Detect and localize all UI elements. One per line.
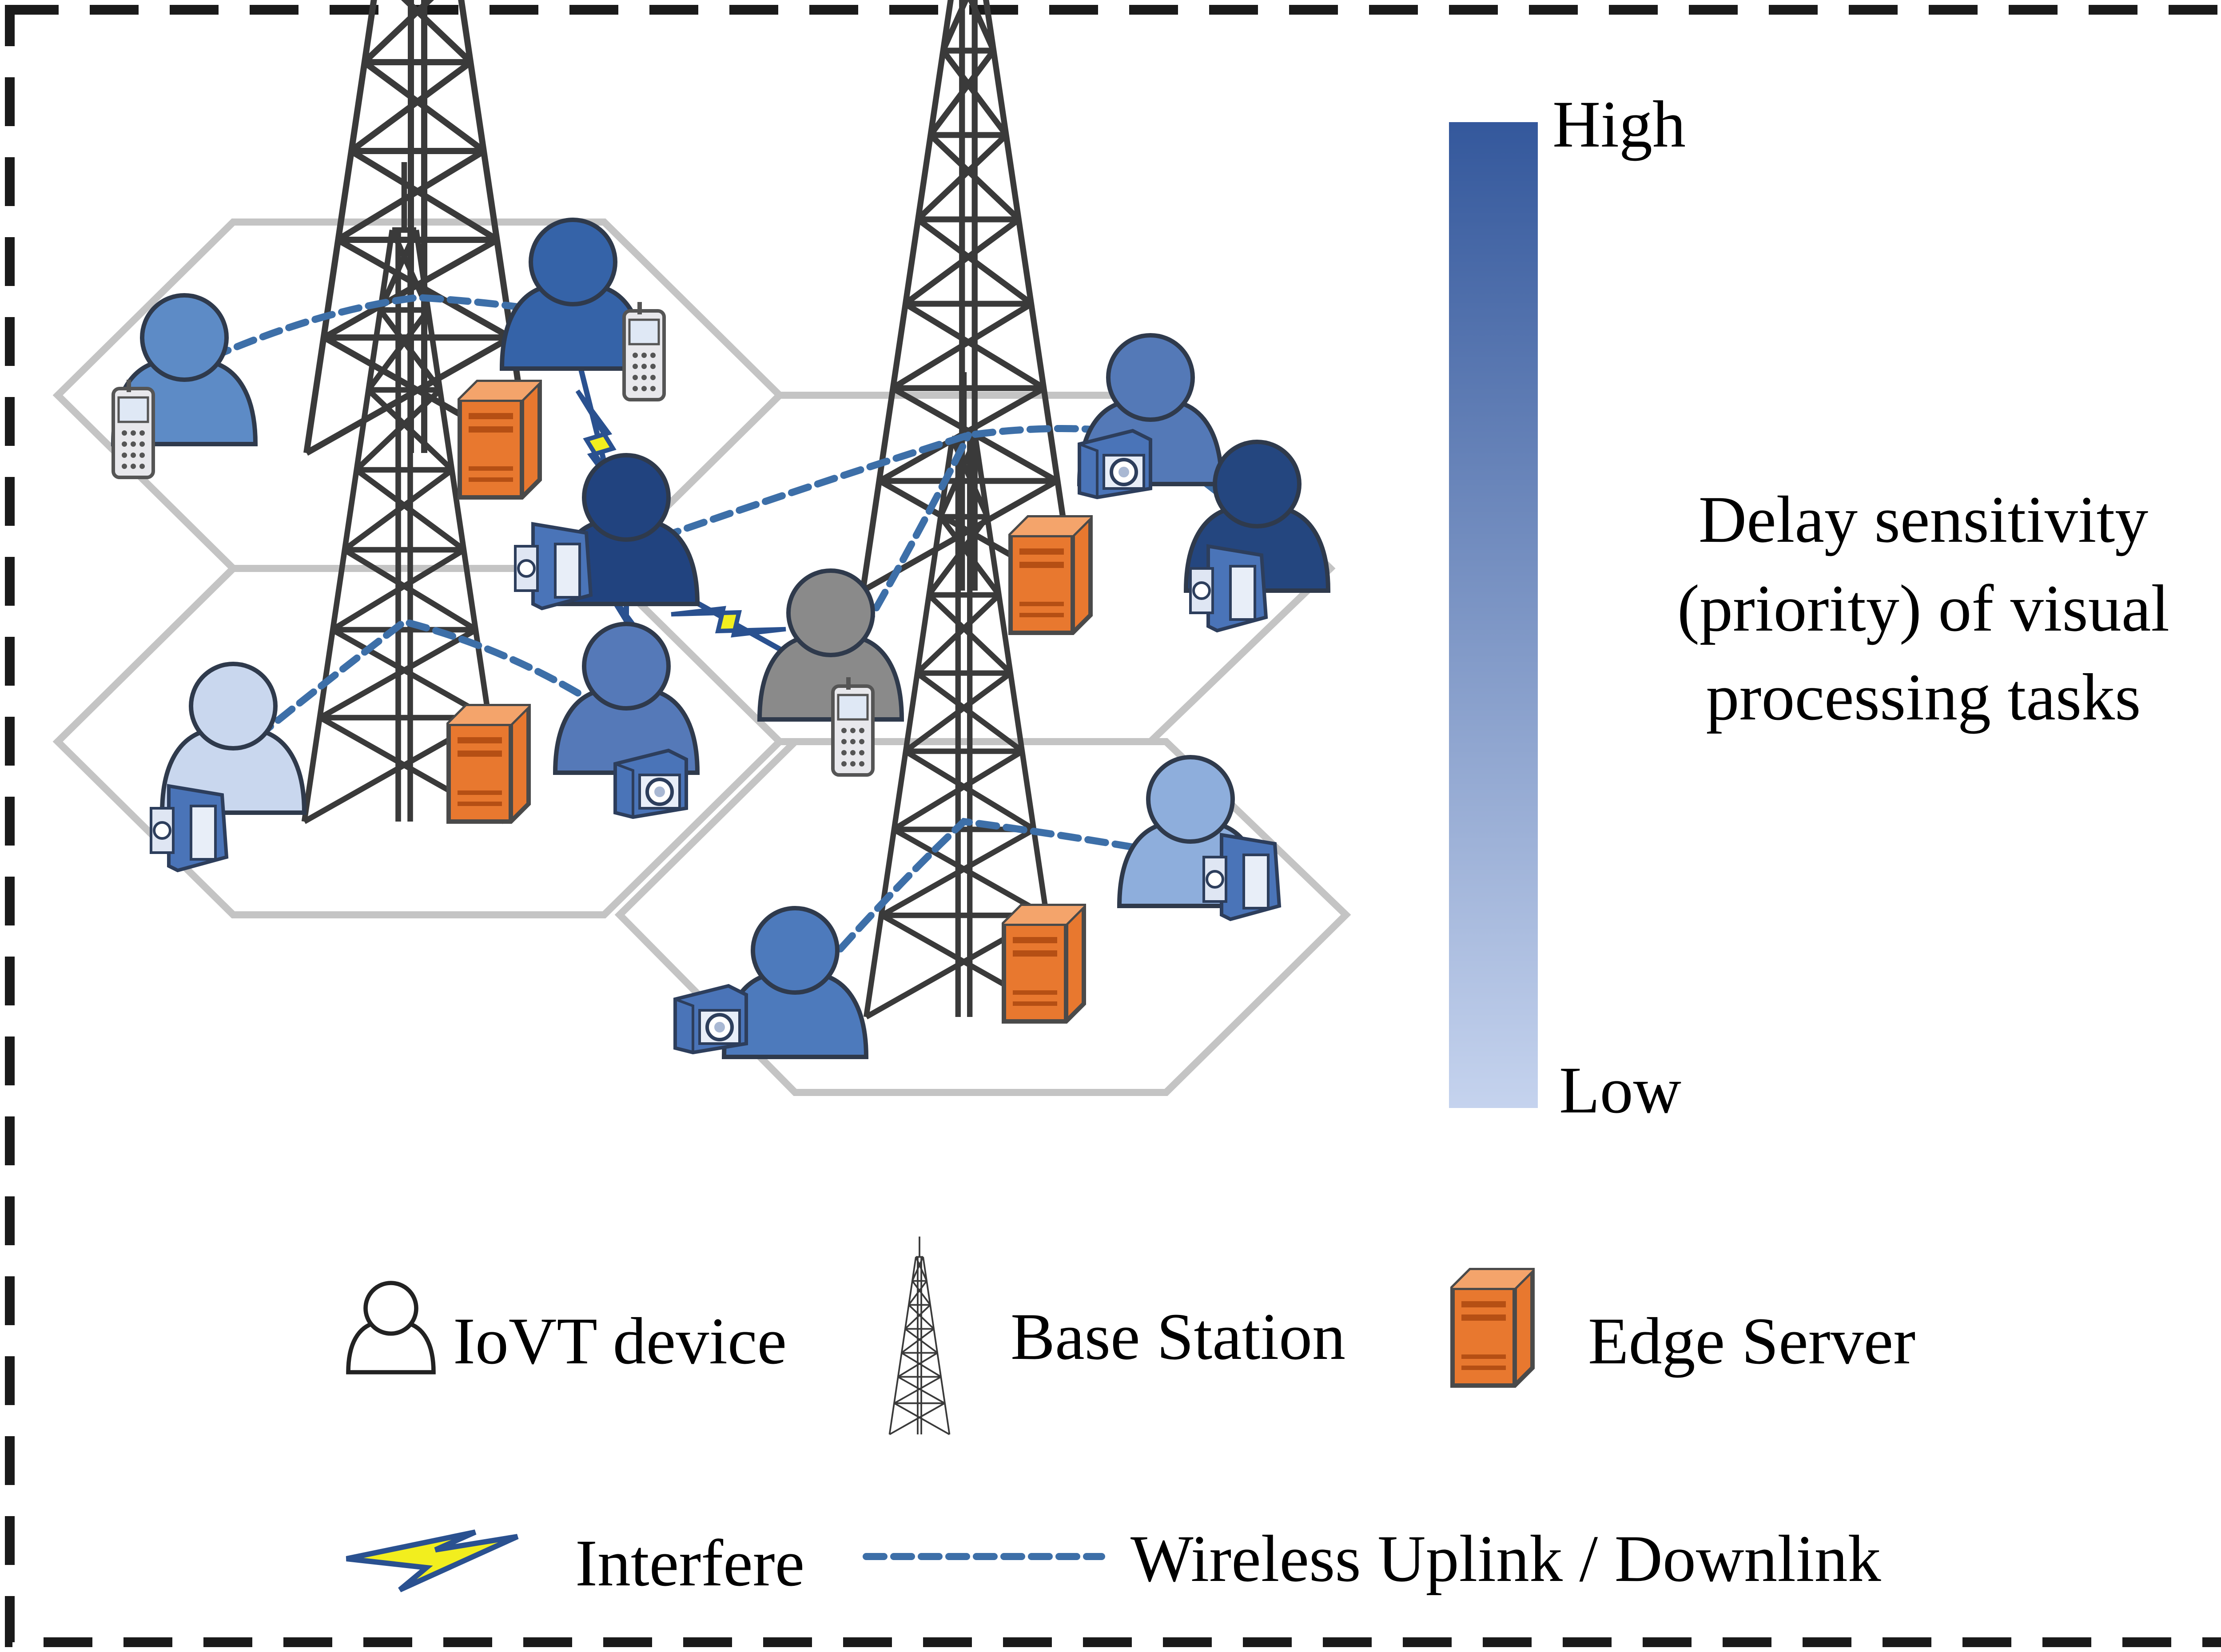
scale-high-label: High [1552, 87, 1686, 161]
legend-interfere-label: Interfere [575, 1526, 804, 1600]
phone-icon [113, 380, 153, 477]
phone-icon [624, 302, 664, 400]
camera-icon [615, 751, 686, 817]
scale-description-line-2: (priority) of visual [1677, 572, 2169, 645]
scale-description-line-1: Delay sensitivity [1699, 483, 2148, 556]
cell-right [599, 392, 1336, 745]
scale-low-label: Low [1559, 1053, 1681, 1127]
priority-scale-bar [1449, 122, 1538, 1108]
legend-iovt-device: IoVT device [348, 1283, 787, 1378]
phone-icon [833, 677, 873, 775]
cell-grid [52, 218, 1351, 1096]
legend-iovt-device-label: IoVT device [453, 1304, 787, 1378]
legend: IoVT device Base Station Edge Server Int… [346, 1235, 1915, 1600]
base-stations [304, 0, 1074, 1017]
iovt-devices [113, 220, 1328, 1057]
legend-edge-server-label: Edge Server [1588, 1304, 1915, 1378]
wireless-links [183, 294, 1270, 994]
server-icon [449, 706, 529, 822]
legend-wireless-link-label: Wireless Uplink / Downlink [1130, 1522, 1881, 1596]
legend-base-station-label: Base Station [1011, 1300, 1345, 1374]
link [232, 618, 630, 758]
server-icon [1011, 517, 1091, 633]
legend-base-station: Base Station [888, 1235, 1345, 1435]
person-icon [555, 624, 697, 773]
scale-description-line-3: processing tasks [1706, 660, 2141, 734]
person-icon [760, 571, 902, 719]
camcorder-icon [515, 524, 591, 608]
server-icon [1453, 1270, 1532, 1386]
person-icon [348, 1283, 434, 1372]
tower-icon [888, 1235, 951, 1435]
camera-icon [1079, 431, 1150, 497]
server-icon [1004, 906, 1084, 1021]
interfere-bolt-icon [346, 1529, 519, 1592]
camera-icon [675, 986, 746, 1052]
legend-edge-server: Edge Server [1453, 1270, 1915, 1386]
server-icon [460, 382, 540, 497]
legend-interfere: Interfere [346, 1526, 804, 1600]
legend-wireless-link: Wireless Uplink / Downlink [863, 1522, 1881, 1596]
link [800, 818, 1194, 994]
outer-frame [5, 5, 2221, 1647]
cell-bottom-right [614, 738, 1351, 1096]
